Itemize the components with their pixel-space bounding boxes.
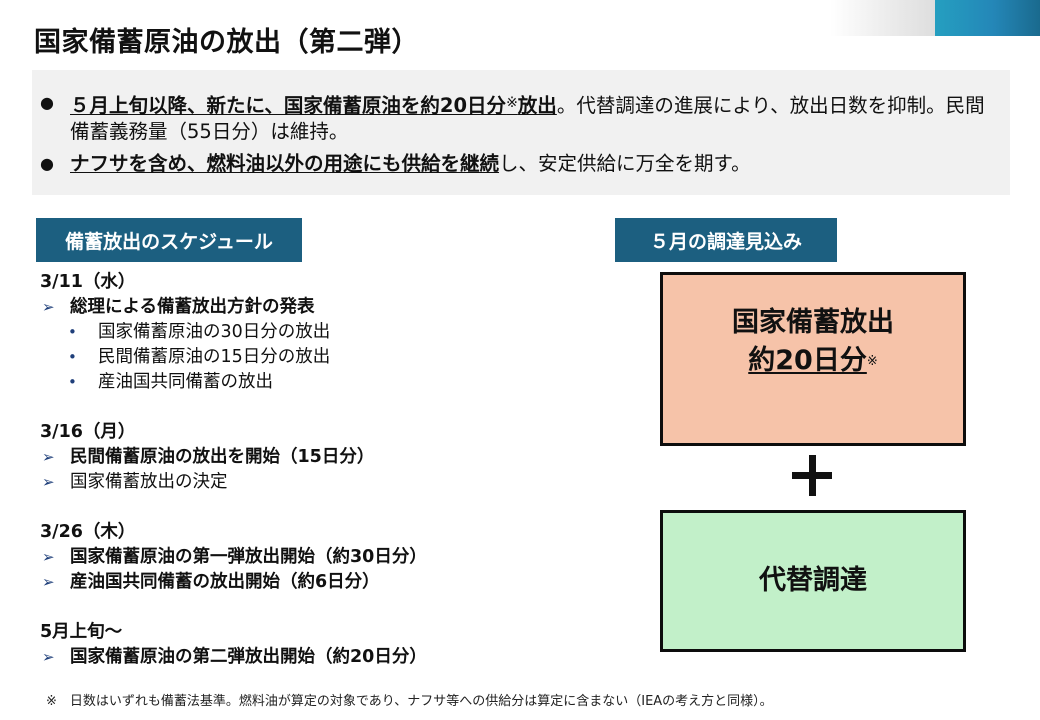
schedule-item: ➢国家備蓄放出の決定 (40, 470, 600, 495)
schedule-header: 備蓄放出のスケジュール (36, 218, 302, 262)
dot-bullet-icon: • (68, 373, 77, 391)
schedule-date: 3/16（月） (40, 422, 136, 442)
schedule-group-0311: 3/11（水） ➢総理による備蓄放出方針の発表 •国家備蓄原油の30日分の放出 … (40, 270, 600, 395)
procurement-header: ５月の調達見込み (615, 218, 837, 262)
spacer (40, 395, 600, 420)
schedule-group-may: 5月上旬～ ➢国家備蓄原油の第二弾放出開始（約20日分） (40, 620, 600, 670)
schedule-group-0326: 3/26（木） ➢国家備蓄原油の第一弾放出開始（約30日分） ➢産油国共同備蓄の… (40, 520, 600, 595)
schedule-subitem: •民間備蓄原油の15日分の放出 (40, 345, 600, 370)
schedule-item: ➢総理による備蓄放出方針の発表 (40, 295, 600, 320)
schedule-item: ➢国家備蓄原油の第一弾放出開始（約30日分） (40, 545, 600, 570)
national-reserve-amount: 約20日分※ (748, 344, 878, 376)
page-title: 国家備蓄原油の放出（第二弾） (34, 27, 419, 58)
spacer (40, 595, 600, 620)
header-decoration-gray (830, 0, 935, 36)
arrow-bullet-icon: ➢ (42, 298, 55, 316)
header-decoration-blue (935, 0, 1040, 36)
footnote-mark: ※ (866, 353, 878, 369)
summary-emphasis: ５月上旬以降、新たに、国家備蓄原油を約20日分※放出 (70, 94, 557, 117)
footnote: ※ 日数はいずれも備蓄法基準。燃料油が算定の対象であり、ナフサ等への供給分は算定… (46, 694, 773, 709)
schedule-item: ➢国家備蓄原油の第二弾放出開始（約20日分） (40, 645, 600, 670)
summary-text: ５月上旬以降、新たに、国家備蓄原油を約20日分※放出。代替調達の進展により、放出… (40, 90, 1000, 145)
arrow-bullet-icon: ➢ (42, 548, 55, 566)
summary-rest: 。代替調達の進展により、放出日数を抑制。民間備蓄義務量（55日分）は維持。 (70, 94, 985, 143)
summary-item-naphtha: ● ナフサを含め、燃料油以外の用途にも供給を継続し、安定供給に万全を期す。 (40, 151, 1000, 177)
schedule-subitem: •産油国共同備蓄の放出 (40, 370, 600, 395)
arrow-bullet-icon: ➢ (42, 573, 55, 591)
dot-bullet-icon: • (68, 323, 77, 341)
schedule-date: 5月上旬～ (40, 622, 123, 642)
dot-bullet-icon: • (68, 348, 77, 366)
alternative-procurement-box: 代替調達 (660, 510, 966, 652)
arrow-bullet-icon: ➢ (42, 648, 55, 666)
spacer (40, 495, 600, 520)
footnote-mark: ※ (506, 95, 518, 111)
arrow-bullet-icon: ➢ (42, 448, 55, 466)
schedule-date: 3/11（水） (40, 272, 136, 292)
schedule-item: ➢民間備蓄原油の放出を開始（15日分） (40, 445, 600, 470)
bullet-icon: ● (40, 154, 54, 173)
schedule-group-0316: 3/16（月） ➢民間備蓄原油の放出を開始（15日分） ➢国家備蓄放出の決定 (40, 420, 600, 495)
summary-text: ナフサを含め、燃料油以外の用途にも供給を継続し、安定供給に万全を期す。 (40, 151, 1000, 177)
summary-box: ● ５月上旬以降、新たに、国家備蓄原油を約20日分※放出。代替調達の進展により、… (32, 70, 1010, 195)
national-reserve-title: 国家備蓄放出 (732, 306, 894, 338)
schedule-list: 3/11（水） ➢総理による備蓄放出方針の発表 •国家備蓄原油の30日分の放出 … (40, 270, 600, 670)
summary-emphasis: ナフサを含め、燃料油以外の用途にも供給を継続 (70, 152, 500, 175)
bullet-icon: ● (40, 93, 54, 112)
national-reserve-box: 国家備蓄放出 約20日分※ (660, 272, 966, 446)
alternative-procurement-title: 代替調達 (759, 565, 867, 596)
schedule-item: ➢産油国共同備蓄の放出開始（約6日分） (40, 570, 600, 595)
schedule-date: 3/26（木） (40, 522, 136, 542)
schedule-subitem: •国家備蓄原油の30日分の放出 (40, 320, 600, 345)
summary-rest: し、安定供給に万全を期す。 (499, 152, 751, 175)
arrow-bullet-icon: ➢ (42, 473, 55, 491)
plus-icon (790, 452, 838, 500)
summary-item-release: ● ５月上旬以降、新たに、国家備蓄原油を約20日分※放出。代替調達の進展により、… (40, 90, 1000, 145)
